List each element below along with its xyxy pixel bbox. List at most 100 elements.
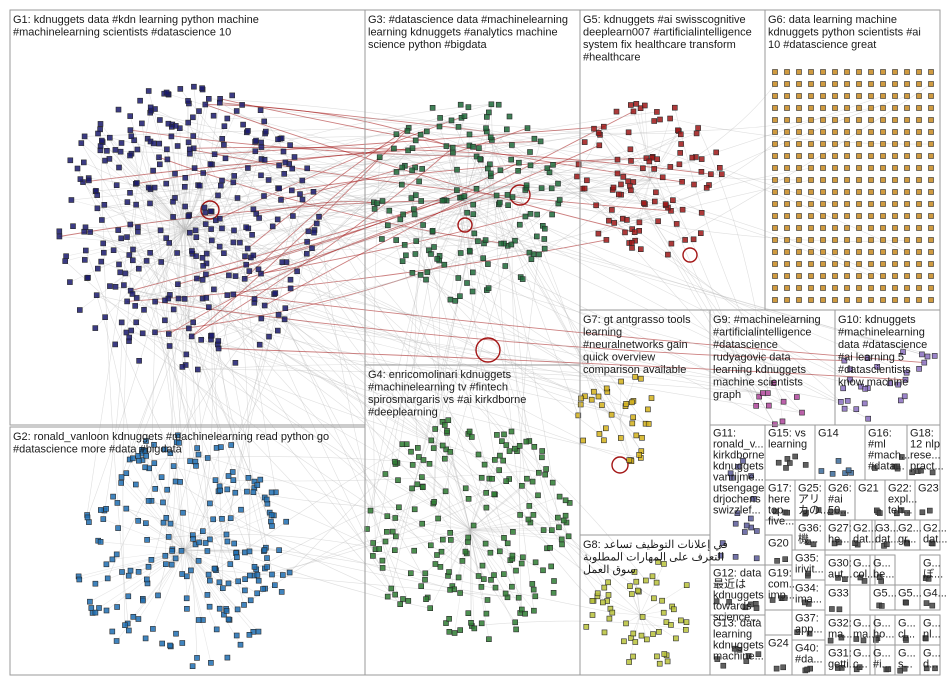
edge-line: [85, 227, 508, 544]
group-label-g25: カの...: [798, 504, 829, 517]
node-vertex: [383, 528, 390, 535]
edge-line: [442, 421, 471, 531]
node-vertex: [403, 441, 410, 448]
edge-line: [136, 322, 544, 571]
node-vertex: [832, 249, 838, 255]
group-label-g16: G16:: [868, 428, 892, 440]
node-vertex: [808, 129, 814, 135]
node-vertex: [281, 316, 288, 323]
edge-line: [289, 473, 386, 573]
node-vertex: [929, 602, 936, 609]
node-vertex: [550, 589, 557, 596]
group-box-g38: [871, 519, 896, 551]
edge-line: [174, 173, 186, 231]
node-vertex: [627, 102, 634, 108]
edge-line: [184, 98, 210, 231]
node-vertex: [499, 438, 505, 445]
edge-line: [81, 142, 273, 527]
edge-line: [499, 455, 632, 595]
node-vertex: [626, 457, 633, 463]
node-vertex: [856, 189, 862, 195]
node-vertex: [145, 88, 152, 94]
node-vertex: [880, 153, 886, 159]
node-vertex: [145, 184, 152, 191]
node-vertex: [261, 157, 268, 163]
group-label-g10: data #datascience: [838, 339, 927, 351]
node-vertex: [207, 161, 214, 167]
group-label-g36: G36:: [798, 523, 822, 535]
node-vertex: [764, 390, 771, 396]
node-vertex: [206, 304, 212, 311]
node-vertex: [548, 185, 555, 192]
node-vertex: [170, 463, 177, 469]
node-vertex: [784, 189, 790, 195]
group-box-g36: [794, 519, 826, 551]
node-vertex: [916, 201, 922, 207]
node-vertex: [868, 177, 874, 183]
group-label-g10: #ai learning 5: [838, 352, 904, 364]
group-label-g4: #machinelearning tv #fintech: [368, 382, 508, 394]
node-vertex: [541, 225, 548, 232]
edge-line: [132, 229, 186, 250]
node-vertex: [434, 552, 440, 558]
node-vertex: [123, 329, 130, 336]
edge-line: [464, 199, 559, 204]
node-vertex: [780, 398, 787, 405]
node-vertex: [868, 285, 874, 291]
node-vertex: [526, 503, 533, 509]
edge-line: [370, 214, 474, 511]
node-vertex: [97, 121, 104, 127]
edge-line: [125, 144, 512, 274]
node-vertex: [820, 201, 826, 207]
group-label-g11: kdnuggets: [713, 461, 764, 473]
node-vertex: [895, 381, 902, 388]
node-vertex: [160, 519, 167, 526]
node-vertex: [796, 261, 802, 267]
edge-line: [184, 229, 207, 298]
node-vertex: [772, 177, 778, 183]
node-vertex: [583, 623, 590, 630]
node-vertex: [880, 285, 886, 291]
node-vertex: [227, 561, 234, 567]
node-vertex: [221, 142, 227, 148]
node-vertex: [147, 104, 154, 111]
node-vertex: [185, 98, 191, 104]
node-vertex: [196, 108, 202, 114]
group-label-g26: 50...: [828, 505, 849, 517]
node-vertex: [904, 237, 910, 243]
node-vertex: [384, 593, 391, 600]
group-label-g43: G...: [923, 558, 941, 570]
edge-line: [464, 164, 554, 201]
edge-line: [446, 432, 471, 531]
group-label-g48: G...: [873, 618, 891, 630]
node-vertex: [904, 297, 910, 303]
group-label-g12: science...: [713, 612, 759, 624]
node-vertex: [842, 576, 848, 583]
edge-line: [184, 549, 241, 645]
node-vertex: [928, 81, 934, 87]
edge-line: [611, 179, 651, 211]
node-vertex: [158, 474, 165, 481]
node-vertex: [845, 467, 852, 474]
node-vertex: [772, 165, 778, 171]
node-vertex: [928, 540, 935, 547]
node-vertex: [209, 237, 215, 244]
node-vertex: [589, 612, 596, 618]
node-vertex: [516, 159, 522, 166]
group-label-g48: ho...: [873, 629, 894, 641]
node-vertex: [429, 105, 436, 111]
node-vertex: [903, 369, 910, 376]
node-vertex: [513, 626, 519, 633]
node-vertex: [246, 268, 253, 274]
node-vertex: [85, 274, 91, 281]
edge-line: [215, 443, 407, 571]
node-vertex: [466, 247, 473, 254]
node-vertex: [168, 561, 175, 568]
node-vertex: [540, 567, 546, 574]
edge-line: [98, 549, 186, 609]
node-vertex: [904, 273, 910, 279]
node-vertex: [101, 202, 108, 208]
group-label-g17: five...: [768, 516, 794, 528]
edge-line: [389, 210, 539, 496]
edge-line: [184, 229, 203, 299]
